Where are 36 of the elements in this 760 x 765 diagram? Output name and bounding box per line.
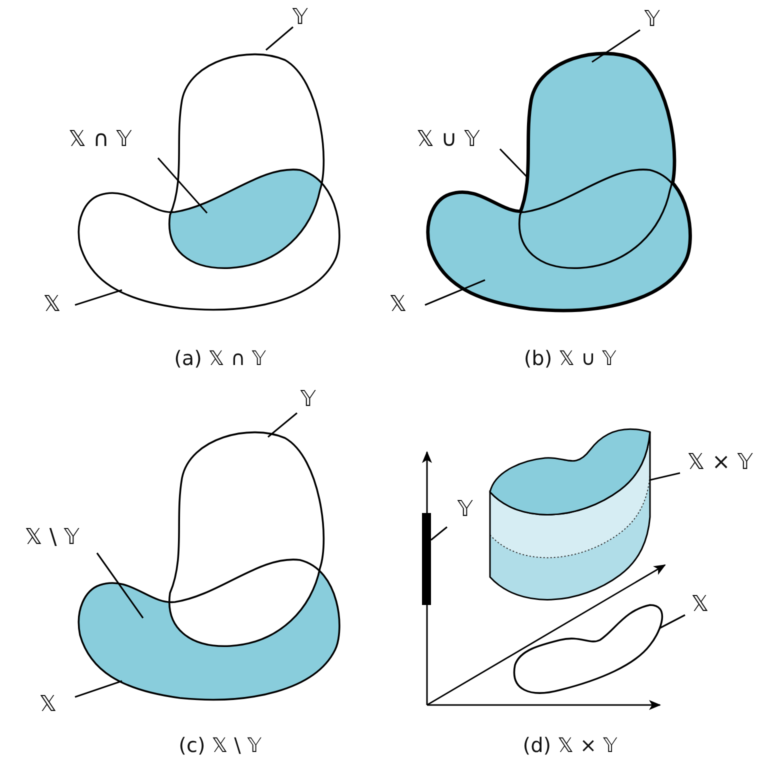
leader-line (267, 412, 298, 438)
set-label: 𝕏 \ 𝕐 (24, 527, 80, 549)
leader-line (74, 680, 122, 698)
panel-caption: (d) 𝕏 × 𝕐 (522, 735, 618, 755)
set-label: 𝕏 (43, 294, 61, 316)
set-label: 𝕐 (457, 499, 473, 521)
panel-caption: (b) 𝕏 ∪ 𝕐 (524, 348, 616, 368)
set-label: 𝕏 ∩ 𝕐 (68, 129, 132, 151)
set-label: 𝕏 ∪ 𝕐 (416, 129, 480, 151)
leader-line (424, 279, 486, 306)
set-outline (428, 168, 690, 311)
set-label: 𝕐 (300, 389, 316, 411)
panel-caption: (a) 𝕏 ∩ 𝕐 (174, 348, 266, 368)
set-outline (513, 604, 664, 694)
set-outline (168, 53, 325, 269)
leader-line (74, 289, 122, 306)
set-label: 𝕏 (691, 594, 709, 616)
set-label: 𝕏 (39, 694, 57, 716)
set-label: 𝕏 × 𝕐 (687, 452, 753, 474)
set-label: 𝕐 (644, 9, 660, 31)
leader-line (650, 472, 680, 481)
leader-line (592, 29, 640, 63)
leader-line (265, 26, 294, 51)
leader-line (660, 614, 686, 629)
leader-line (157, 157, 208, 214)
panel-caption: (c) 𝕏 \ 𝕐 (178, 735, 262, 755)
leader-line (499, 148, 529, 179)
set-label: 𝕐 (292, 7, 308, 29)
leader-line (430, 526, 448, 541)
cylinder-drawing (489, 428, 651, 600)
set-outline (78, 168, 340, 311)
set-label: 𝕏 (389, 294, 407, 316)
set-outline (168, 431, 325, 647)
interval-bar (422, 513, 431, 605)
set-outline (518, 53, 675, 269)
leader-line (96, 552, 144, 618)
